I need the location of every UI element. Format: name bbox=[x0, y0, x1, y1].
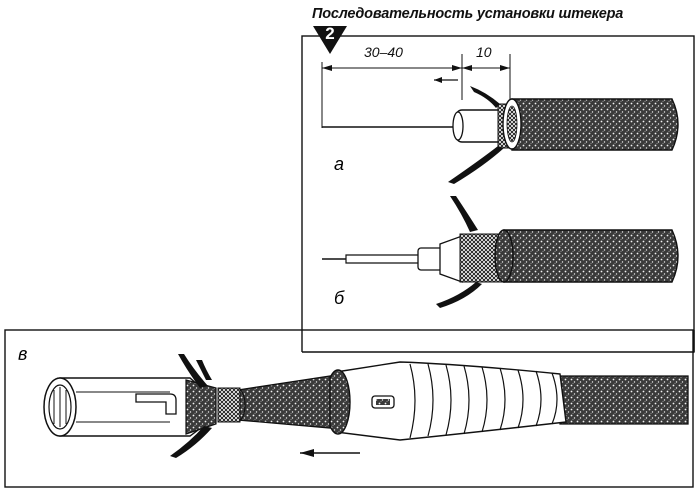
cable-a-drawing bbox=[321, 54, 679, 184]
diagram-title: Последовательность установки штекера bbox=[312, 6, 624, 22]
panel-ab-frame bbox=[301, 35, 695, 353]
dimension-30-40: 30–40 bbox=[364, 44, 403, 60]
label-v: в bbox=[18, 344, 27, 364]
label-b: б bbox=[334, 288, 345, 308]
label-a: а bbox=[334, 154, 344, 174]
cable-b-drawing bbox=[322, 196, 679, 308]
step-badge-triangle bbox=[313, 26, 347, 54]
dimension-10: 10 bbox=[476, 44, 492, 60]
step-badge: 2 bbox=[312, 22, 348, 56]
step-badge-number: 2 bbox=[325, 24, 335, 43]
plug-assembly-drawing bbox=[43, 354, 689, 458]
